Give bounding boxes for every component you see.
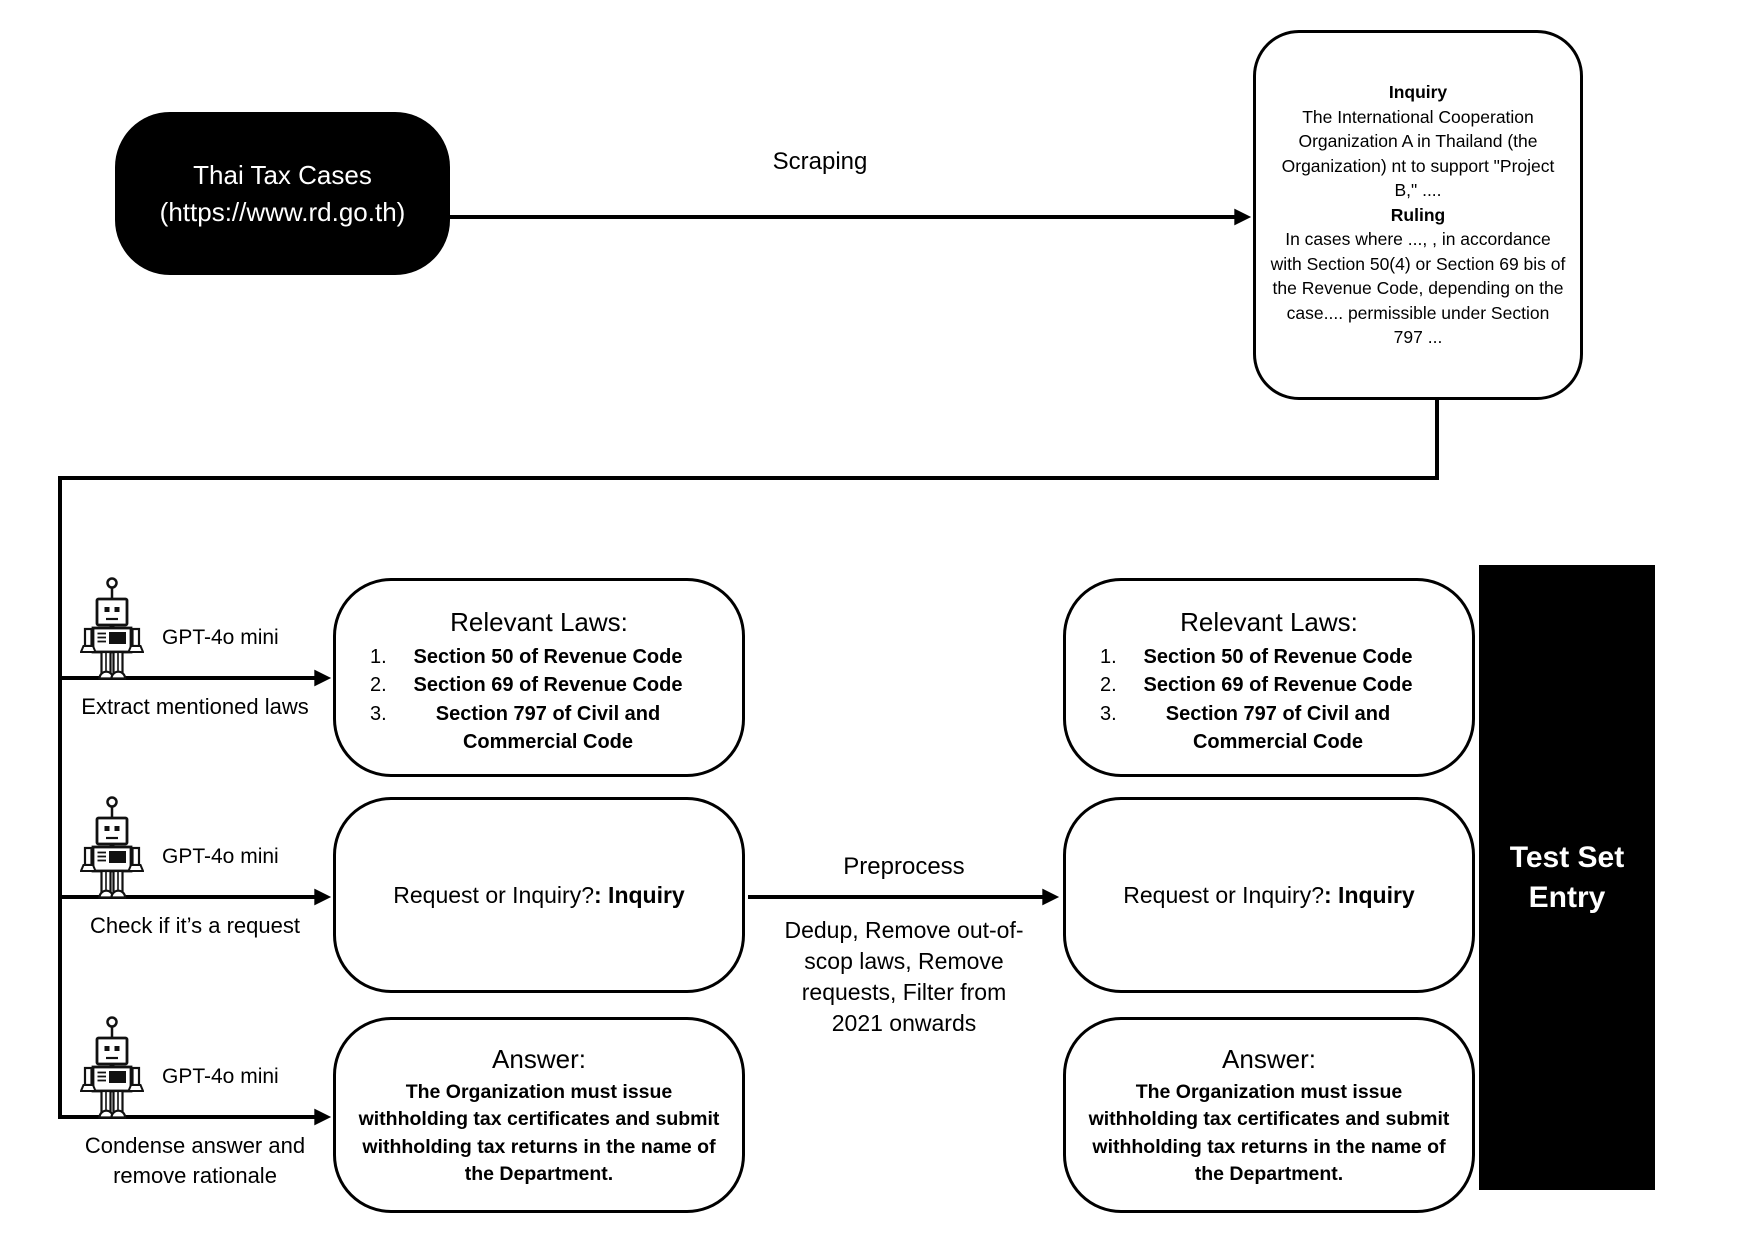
law-item-number: 2. bbox=[1100, 674, 1117, 696]
answer-box-right: Answer: The Organization must issue with… bbox=[1063, 1017, 1475, 1213]
law-item-number: 3. bbox=[1100, 702, 1117, 725]
agent2-task-label: Check if it’s a request bbox=[90, 913, 300, 938]
answer-title: Answer: bbox=[492, 1043, 586, 1074]
agent2-model-label: GPT-4o mini bbox=[162, 845, 279, 868]
laws-box-right: Relevant Laws: 1. Section 50 of Revenue … bbox=[1063, 578, 1475, 777]
law-item: 1. Section 50 of Revenue Code bbox=[1066, 643, 1472, 672]
source-url: (https://www.rd.go.th) bbox=[159, 196, 406, 227]
law-item-text: Section 50 of Revenue Code bbox=[413, 645, 683, 668]
classification-text: Request or Inquiry?: Inquiry bbox=[1123, 882, 1414, 909]
classification-label: : Inquiry bbox=[1324, 881, 1415, 908]
answer-title: Answer: bbox=[1222, 1043, 1316, 1074]
test-set-entry-label: Test Set Entry bbox=[1509, 840, 1625, 914]
agent1-model-label: GPT-4o mini bbox=[162, 626, 279, 649]
agent3-task-label: Condense answer and remove rationale bbox=[84, 1133, 306, 1188]
law-item-text: Section 69 of Revenue Code bbox=[1143, 674, 1413, 696]
law-item: 3. Section 797 of Civil and Commercial C… bbox=[1066, 700, 1472, 757]
classification-box-left: Request or Inquiry?: Inquiry bbox=[333, 797, 745, 993]
laws-box-left: Relevant Laws: 1. Section 50 of Revenue … bbox=[333, 578, 745, 777]
robot-icon bbox=[80, 795, 144, 899]
inquiry-heading: Inquiry bbox=[1388, 82, 1448, 103]
law-item-text: Section 69 of Revenue Code bbox=[413, 674, 683, 696]
inquiry-text: The International Cooperation Organizati… bbox=[1281, 106, 1555, 201]
agent1-task-label: Extract mentioned laws bbox=[81, 694, 309, 719]
law-item-number: 3. bbox=[370, 702, 387, 725]
robot-icon bbox=[80, 576, 144, 680]
agent3-model-label: GPT-4o mini bbox=[162, 1065, 279, 1088]
answer-text: The Organization must issue withholding … bbox=[1088, 1080, 1450, 1186]
preprocess-label: Preprocess bbox=[843, 853, 965, 880]
scraping-label: Scraping bbox=[772, 148, 868, 175]
law-item-text: Section 797 of Civil and Commercial Code bbox=[435, 702, 661, 754]
laws-title: Relevant Laws: bbox=[450, 606, 628, 637]
law-item-number: 1. bbox=[1100, 645, 1117, 668]
test-set-entry-box: Test Set Entry bbox=[1479, 565, 1655, 1190]
robot-icon bbox=[80, 1015, 144, 1119]
source-title: Thai Tax Cases bbox=[193, 159, 372, 190]
preprocess-steps: Dedup, Remove out-of-scop laws, Remove r… bbox=[784, 917, 1024, 1036]
classification-question: Request or Inquiry? bbox=[393, 881, 594, 908]
ruling-heading: Ruling bbox=[1390, 204, 1446, 225]
law-item-number: 1. bbox=[370, 645, 387, 668]
law-item: 2. Section 69 of Revenue Code bbox=[336, 671, 742, 700]
classification-label: : Inquiry bbox=[594, 881, 685, 908]
scraped-case-box: Inquiry The International Cooperation Or… bbox=[1253, 30, 1583, 400]
classification-text: Request or Inquiry?: Inquiry bbox=[393, 882, 684, 909]
law-item-number: 2. bbox=[370, 674, 387, 696]
law-item: 2. Section 69 of Revenue Code bbox=[1066, 671, 1472, 700]
classification-question: Request or Inquiry? bbox=[1123, 881, 1324, 908]
ruling-text: In cases where ..., , in accordance with… bbox=[1270, 229, 1566, 348]
law-item-text: Section 50 of Revenue Code bbox=[1143, 645, 1413, 668]
classification-box-right: Request or Inquiry?: Inquiry bbox=[1063, 797, 1475, 993]
law-item-text: Section 797 of Civil and Commercial Code bbox=[1165, 702, 1391, 754]
law-item: 1. Section 50 of Revenue Code bbox=[336, 643, 742, 672]
answer-box-left: Answer: The Organization must issue with… bbox=[333, 1017, 745, 1213]
law-item: 3. Section 797 of Civil and Commercial C… bbox=[336, 700, 742, 757]
laws-title: Relevant Laws: bbox=[1180, 606, 1358, 637]
source-box: Thai Tax Cases (https://www.rd.go.th) bbox=[115, 112, 450, 275]
answer-text: The Organization must issue withholding … bbox=[358, 1080, 720, 1186]
